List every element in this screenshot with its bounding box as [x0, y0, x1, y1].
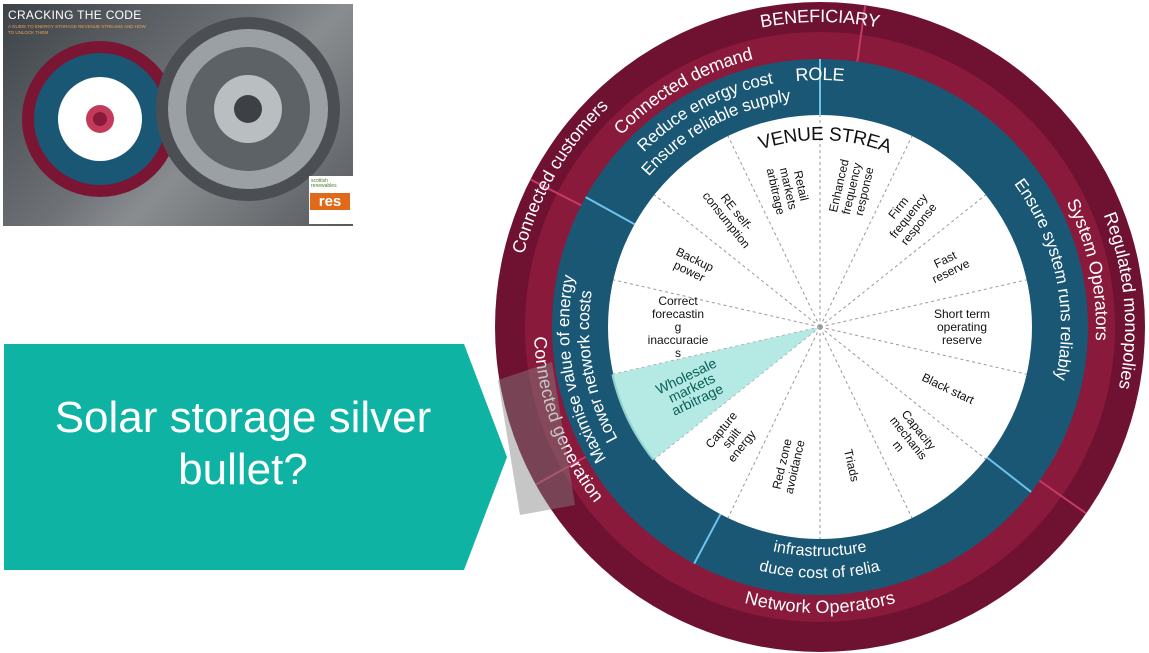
scottish-renewables-logo: scottish renewables — [311, 178, 337, 189]
revenue-spoke — [727, 326, 821, 519]
callout-shadow — [498, 362, 575, 515]
callout-arrow — [4, 344, 507, 570]
role-divider — [986, 456, 1032, 493]
thumbnail-title: CRACKING THE CODE — [8, 8, 142, 22]
revenue-spoke — [727, 135, 821, 328]
revenue-spoke — [819, 326, 913, 519]
revenue-spoke — [819, 135, 913, 328]
group-divider — [535, 456, 587, 486]
revenue-spoke — [819, 326, 987, 460]
role-divider — [585, 196, 636, 226]
revenue-spoke — [653, 194, 821, 328]
revenue-slices — [611, 115, 1027, 539]
callout-overlay — [498, 362, 575, 515]
group-divider — [529, 178, 582, 207]
role-divider — [693, 513, 722, 565]
brochure-thumbnail: CRACKING THE CODE A GUIDE TO ENERGY STOR… — [3, 4, 353, 226]
thumbnail-subtitle: A GUIDE TO ENERGY STORAGE REVENUE STREAM… — [8, 24, 146, 35]
role-header: ROLE — [795, 64, 846, 85]
revenue-spoke — [819, 326, 1027, 375]
revenue-spoke — [613, 279, 821, 328]
group-divider — [856, 5, 867, 62]
highlight-wedge — [611, 327, 820, 461]
res-logo: res — [310, 193, 350, 210]
revenue-spoke — [819, 194, 987, 328]
logo-panel: scottish renewables res — [309, 176, 353, 224]
group-divider — [1038, 479, 1087, 515]
revenue-stream-item: Retailmarketsarbitrage — [764, 161, 814, 216]
revenue-stream-label: Retailmarketsarbitrage — [764, 161, 814, 216]
thumbnail-wheel-graphic — [22, 17, 340, 201]
revenue-spoke — [819, 279, 1027, 328]
